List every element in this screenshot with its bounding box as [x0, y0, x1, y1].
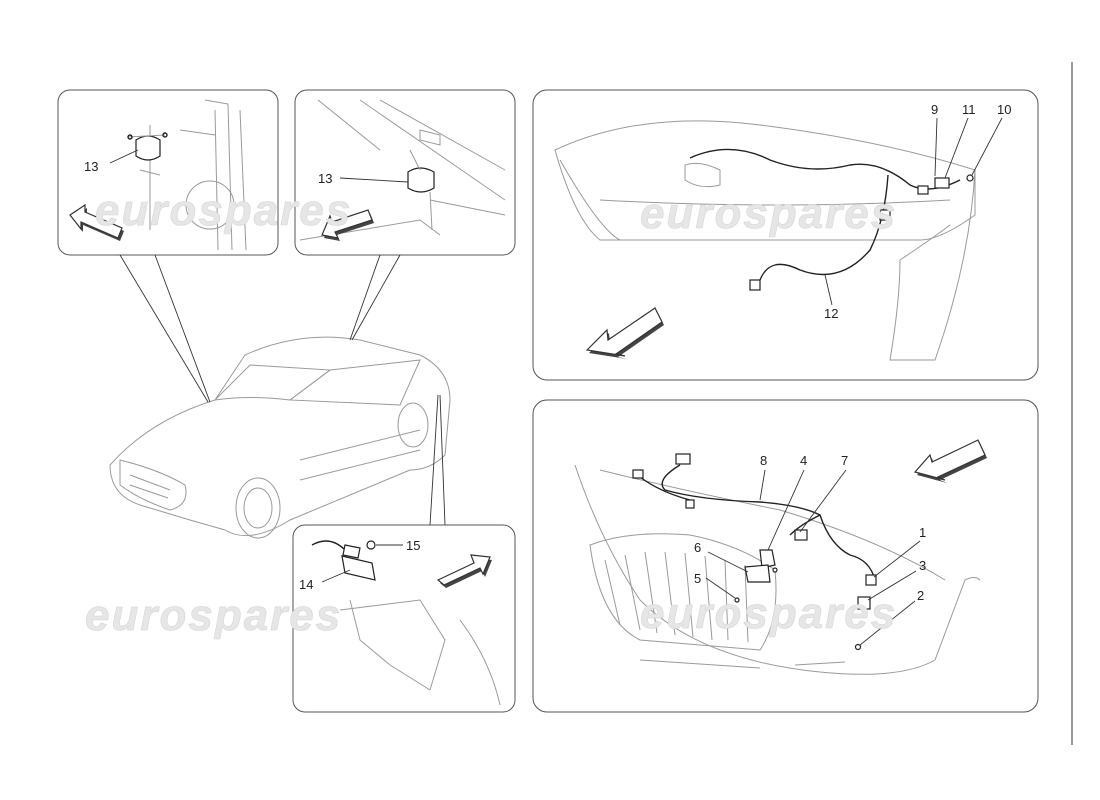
- leader-panel-d-to-car: [429, 394, 439, 526]
- leader-8: [759, 469, 766, 501]
- callout-8: 8: [760, 453, 767, 468]
- sensor-13-left-part: [127, 132, 168, 161]
- watermark-logo: eurospares: [95, 186, 352, 235]
- direction-arrow-left-panel: [69, 203, 124, 241]
- detail-panel-door-sensor: 13: [57, 89, 279, 256]
- leader-3: [867, 570, 917, 601]
- callout-3: 3: [919, 558, 926, 573]
- leader-12: [824, 274, 833, 306]
- callout-1: 1: [919, 525, 926, 540]
- callout-5: 5: [694, 571, 701, 586]
- leader-7: [799, 469, 847, 533]
- callout-13-middle: 13: [318, 171, 332, 186]
- leader-10: [971, 117, 1003, 176]
- car-overview: [109, 336, 451, 539]
- callout-10: 10: [997, 102, 1011, 117]
- watermark-logo: eurospares: [640, 189, 897, 238]
- callout-12: 12: [824, 306, 838, 321]
- leader-panel-a-to-car-2: [154, 254, 211, 403]
- direction-arrow-rear-panel: [585, 307, 664, 359]
- leader-9: [934, 117, 938, 177]
- leader-4: [767, 469, 805, 551]
- leader-panel-b-to-car: [349, 254, 381, 341]
- sensor-13-middle-part: [407, 149, 435, 231]
- callout-4: 4: [800, 453, 807, 468]
- leader-6: [707, 551, 749, 573]
- leader-11: [944, 117, 969, 179]
- callout-9: 9: [931, 102, 938, 117]
- leader-2: [859, 600, 916, 646]
- callout-7: 7: [841, 453, 848, 468]
- sensors-front-parts: [632, 453, 877, 651]
- module-14-part: [341, 544, 376, 581]
- detail-panel-front-bumper: 8 4 7 6 5 1 3 2: [532, 399, 1039, 713]
- watermark-logo: eurospares: [640, 589, 897, 638]
- leader-panel-a-to-car: [119, 254, 209, 403]
- leader-13-left: [109, 149, 139, 164]
- leader-14: [321, 569, 351, 583]
- connector-9-10-11-part: [749, 174, 974, 291]
- detail-panel-rear-bumper: 9 11 10 12: [532, 89, 1039, 381]
- direction-arrow-middle-panel: [321, 209, 374, 241]
- callout-15: 15: [406, 538, 420, 553]
- callout-6: 6: [694, 540, 701, 555]
- screw-15-part: [366, 540, 376, 550]
- watermark-layer: eurospares eurospares eurospares eurospa…: [85, 186, 897, 641]
- leader-panel-d-to-car-2: [439, 394, 446, 526]
- callout-11: 11: [962, 102, 976, 117]
- leader-5: [705, 577, 736, 599]
- watermark-logo: eurospares: [85, 591, 342, 640]
- detail-panel-control-module: 15 14: [292, 524, 516, 713]
- leader-panel-b-to-car-2: [351, 254, 401, 341]
- callout-14: 14: [299, 577, 313, 592]
- leader-13-middle: [339, 177, 409, 183]
- direction-arrow-front-panel: [913, 439, 987, 483]
- callout-2: 2: [917, 588, 924, 603]
- direction-arrow-module-panel: [436, 554, 492, 588]
- callout-13-left: 13: [84, 159, 98, 174]
- detail-panel-trunk-sensor: 13: [294, 89, 516, 256]
- leader-1: [873, 540, 921, 578]
